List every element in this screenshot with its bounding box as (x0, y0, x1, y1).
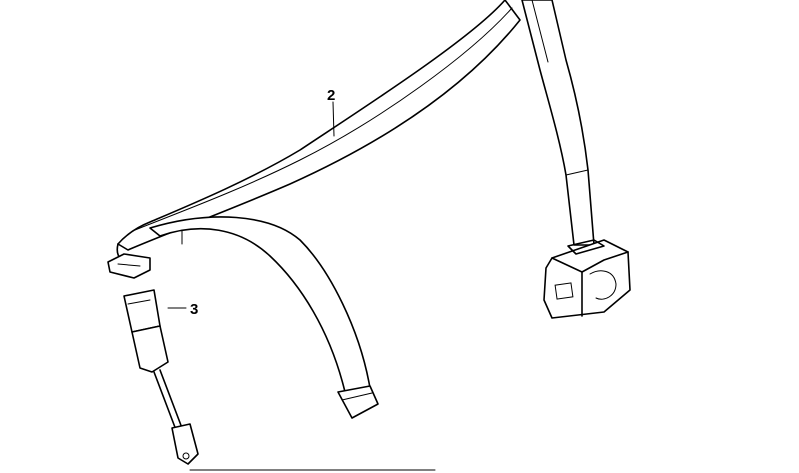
callout-2-label: 2 (327, 87, 335, 104)
belt-retractor (543, 239, 631, 319)
buckle-assembly (123, 289, 199, 465)
callout-2-leader (332, 101, 335, 137)
callout-3-label: 3 (190, 301, 198, 318)
retractor-upper-webbing (521, 0, 595, 246)
lap-belt-webbing (149, 216, 379, 419)
latch-plate (107, 253, 151, 279)
